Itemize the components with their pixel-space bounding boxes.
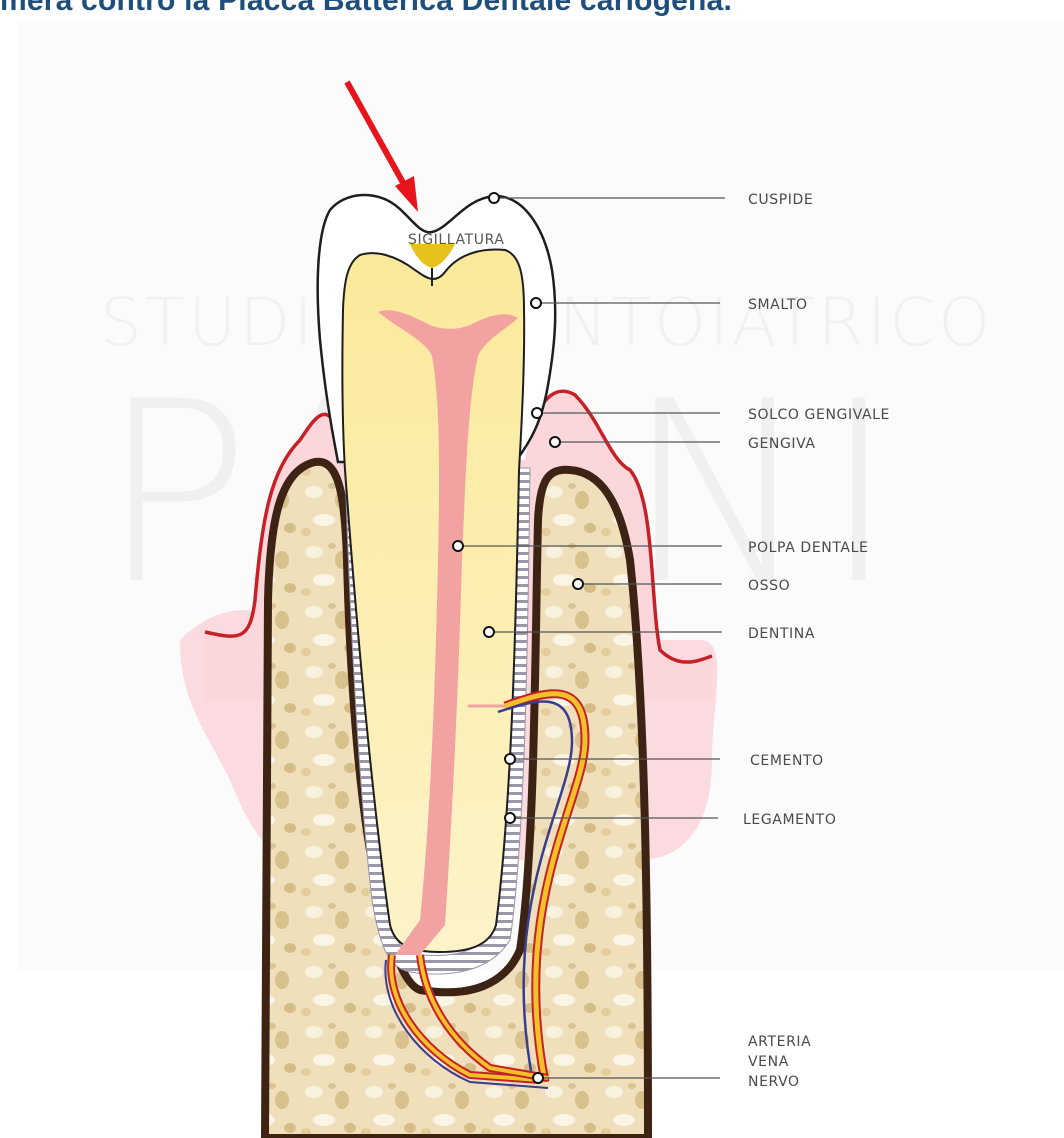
label-dentina: DENTINA <box>748 626 815 642</box>
marker-bundle <box>533 1073 543 1083</box>
marker-gengiva <box>550 437 560 447</box>
label-smalto: SMALTO <box>748 297 808 313</box>
marker-polpa <box>453 541 463 551</box>
marker-smalto <box>531 298 541 308</box>
marker-cemento <box>505 754 515 764</box>
label-nervo: NERVO <box>748 1074 800 1090</box>
label-vena: VENA <box>748 1054 789 1070</box>
label-solco-gengivale: SOLCO GENGIVALE <box>748 407 890 423</box>
label-legamento: LEGAMENTO <box>743 812 836 828</box>
marker-osso <box>573 579 583 589</box>
label-osso: OSSO <box>748 578 790 594</box>
label-gengiva: GENGIVA <box>748 436 816 452</box>
marker-cuspide <box>489 193 499 203</box>
label-cemento: CEMENTO <box>750 753 824 769</box>
label-cuspide: CUSPIDE <box>748 192 813 208</box>
label-polpa-dentale: POLPA DENTALE <box>748 540 868 556</box>
marker-solco <box>532 408 542 418</box>
marker-legamento <box>505 813 515 823</box>
marker-dentina <box>484 627 494 637</box>
label-arteria: ARTERIA <box>748 1034 811 1050</box>
sealant-label: SIGILLATURA <box>408 232 505 248</box>
